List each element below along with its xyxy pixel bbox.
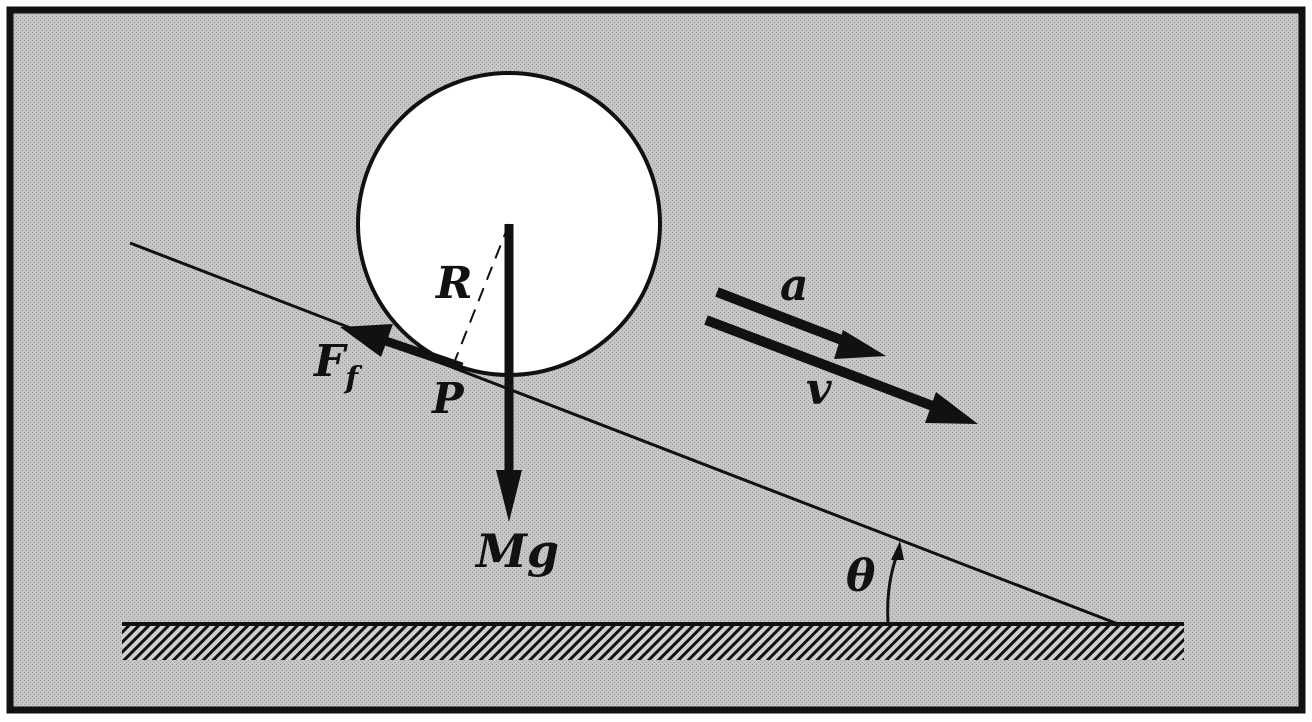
angle-arrowhead — [891, 541, 904, 560]
friction-force-arrow-shaft — [378, 334, 464, 372]
velocity-label: v — [806, 364, 832, 415]
angle-theta-label: θ — [846, 551, 876, 602]
friction-force-arrowhead — [340, 324, 393, 357]
weight-label: Mg — [474, 524, 559, 578]
diagram-frame — [6, 6, 1306, 714]
acceleration-label: a — [780, 260, 809, 311]
ground-hatch — [122, 622, 1184, 660]
incline-line — [129, 241, 1119, 626]
radius-label: R — [434, 258, 473, 309]
acceleration-arrowhead — [834, 330, 886, 359]
radius-dashed-line — [451, 223, 510, 369]
friction-force-letter: F — [312, 336, 348, 387]
acceleration-arrow-shaft — [715, 287, 854, 349]
velocity-arrow-shaft — [704, 315, 940, 413]
velocity-arrowhead — [925, 392, 978, 424]
weight-arrowhead — [496, 470, 522, 522]
contact-point-label: P — [431, 374, 465, 423]
angle-arc — [886, 554, 899, 623]
